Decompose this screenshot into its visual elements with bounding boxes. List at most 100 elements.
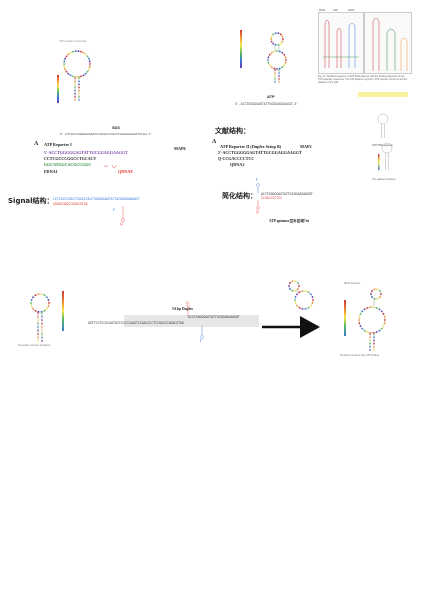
- nucleotide-dot: [309, 293, 312, 296]
- nucleotide-dot: [281, 40, 284, 43]
- nucleotide-dot: [41, 312, 43, 314]
- simplified-f-label: F: [256, 178, 259, 182]
- nucleotide-dot: [74, 89, 76, 92]
- nucleotide-dot: [369, 346, 371, 348]
- nucleotide-dot: [363, 308, 366, 311]
- signal-markers: [121, 206, 125, 222]
- simplified-markers: [256, 183, 260, 210]
- nucleotide-dot: [361, 310, 364, 313]
- reporter-a-line2: CCTCGCCCGGCCTGCACT: [44, 156, 96, 161]
- nucleotide-dot: [37, 336, 39, 339]
- nucleotide-dot: [382, 325, 385, 327]
- nucleotide-dot: [274, 75, 276, 77]
- reporter-b: A ATP Reporter II (Duplex Setup B) MAP2 …: [212, 139, 332, 179]
- nucleotide-dot: [65, 55, 68, 58]
- bottom-right-top-structure: [282, 278, 322, 318]
- nucleotide-dot: [376, 297, 379, 300]
- nucleotide-dot: [312, 299, 314, 301]
- nucleotide-dot: [80, 50, 82, 53]
- nucleotide-dot: [87, 68, 90, 71]
- nucleotide-dot: [274, 43, 277, 46]
- nucleotide-dot: [37, 315, 39, 318]
- reporter-a-line1: 5'-ACCTGGGGGAGTATTGCGGAGGAAGGT: [44, 150, 128, 155]
- nucleotide-dot: [278, 75, 280, 77]
- nucleotide-dot: [304, 290, 307, 293]
- nucleotide-dot: [378, 329, 381, 332]
- nucleotide-dot: [37, 326, 39, 328]
- nucleotide-dot: [37, 319, 39, 321]
- nucleotide-dot: [82, 51, 85, 54]
- nucleotide-dot: [383, 315, 386, 318]
- nucleotide-dot: [37, 312, 39, 314]
- paper-caption: Fig. S2. Detailed sequence of ATP DNA ap…: [318, 75, 408, 84]
- nucleotide-dot: [273, 50, 276, 53]
- top-right-paper-figure: MAP1 SAP MAP2 Fig. S2. Detailed sequence…: [318, 9, 412, 162]
- nucleotide-dot: [373, 346, 375, 348]
- nucleotide-dot: [276, 68, 278, 70]
- top-left-sd3-label: SD3: [112, 125, 120, 130]
- nucleotide-dot: [296, 293, 299, 296]
- nucleotide-dot: [297, 282, 299, 284]
- nucleotide-dot: [298, 291, 301, 294]
- nucleotide-dot: [369, 349, 371, 351]
- nucleotide-dot: [78, 86, 80, 89]
- nucleotide-dot: [43, 294, 46, 297]
- nucleotide-dot: [74, 83, 76, 86]
- nucleotide-dot: [278, 69, 280, 71]
- nucleotide-dot: [376, 288, 379, 291]
- nucleotide-dot: [78, 92, 80, 95]
- nucleotide-dot: [78, 77, 80, 79]
- nucleotide-dot: [298, 306, 301, 309]
- nucleotide-dot: [87, 57, 90, 60]
- nucleotide-dot: [301, 290, 304, 293]
- nucleotide-dot: [307, 291, 310, 294]
- nucleotide-dot: [84, 53, 87, 56]
- nucleotide-dot: [278, 72, 280, 74]
- nucleotide-dot: [267, 59, 269, 61]
- paper-panel-a-diagram: [323, 19, 359, 68]
- reporter-a: A ATP Reporter I MAP6 5'-ACCTGGGGGAGTATT…: [34, 141, 234, 191]
- nucleotide-dot: [82, 74, 85, 77]
- nucleotide-dot: [373, 297, 376, 300]
- reporter-a-title: ATP Reporter I: [44, 142, 72, 147]
- signal-line-bottom: GGAGCGGGCCGGACGTGA: [53, 202, 88, 206]
- signal-heading: Signal结构：: [8, 197, 54, 205]
- nucleotide-dot: [78, 89, 80, 92]
- nucleotide-dot: [274, 69, 276, 71]
- nucleotide-dot: [369, 306, 372, 308]
- nucleotide-dot: [30, 299, 33, 301]
- nucleotide-dot: [64, 57, 67, 60]
- nucleotide-dot: [281, 35, 284, 38]
- simplified-structure: F ACCTGGGGGAGTATTGCGGAGGAAGGT CCGACCCCTC…: [253, 178, 373, 226]
- nucleotide-dot: [370, 293, 372, 295]
- bottom-left-diagram: [30, 291, 64, 342]
- nucleotide-dot: [37, 322, 39, 325]
- duplex-markers: [186, 305, 204, 339]
- nucleotide-dot: [369, 342, 371, 345]
- nucleotide-dot: [34, 294, 37, 297]
- reporter-b-letter: A: [212, 139, 217, 145]
- paper-panel-a-label-1: MAP1: [319, 9, 326, 12]
- paper-mini-structure: [372, 112, 394, 142]
- nucleotide-dot: [358, 319, 360, 321]
- signal-structure: CCTCGCCCGGCCTGCACTACCTGGGGGAGTATTGCGGAGG…: [53, 196, 223, 236]
- nucleotide-dot: [67, 53, 70, 56]
- nucleotide-dot: [294, 302, 297, 304]
- nucleotide-dot: [373, 342, 375, 345]
- nucleotide-dot: [373, 333, 375, 335]
- top-middle-atp-label: ATP: [267, 94, 275, 99]
- simplified-line-top: ACCTGGGGGAGTATTGCGGAGGAAGGT: [261, 192, 313, 196]
- bottom-right-main-diagram: [344, 288, 386, 351]
- nucleotide-dot: [278, 78, 280, 80]
- nucleotide-dot: [358, 315, 361, 318]
- nucleotide-dot: [88, 60, 91, 63]
- top-left-title: ATP reporter II structure: [59, 40, 87, 43]
- reporter-a-map-label: MAP6: [174, 146, 186, 151]
- nucleotide-dot: [358, 322, 361, 325]
- nucleotide-dot: [41, 336, 43, 339]
- nucleotide-dot: [41, 340, 43, 342]
- nucleotide-dot: [274, 32, 277, 35]
- nucleotide-dot: [34, 309, 37, 312]
- nucleotide-dot: [268, 64, 271, 67]
- paper-panel-b: [364, 12, 412, 74]
